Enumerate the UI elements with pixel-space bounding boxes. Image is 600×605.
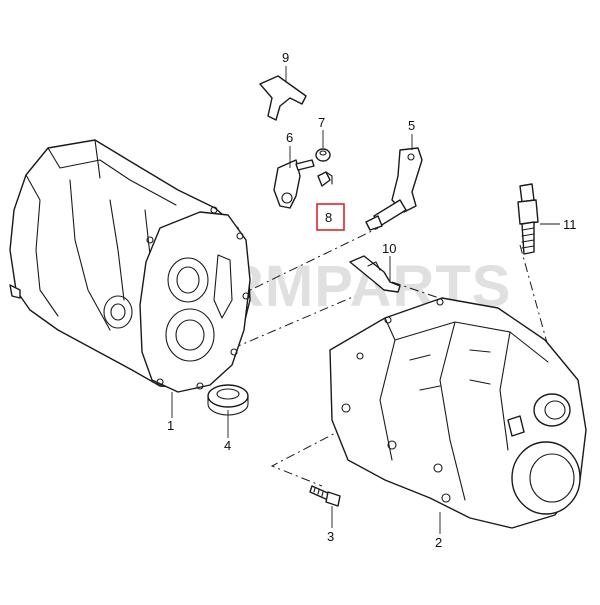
callout-6: 6 (286, 130, 293, 145)
clutch-housing (9, 139, 251, 393)
leader-lines (171, 66, 560, 534)
callout-11: 11 (563, 217, 577, 232)
fork-bracket (273, 159, 315, 209)
gearbox-housing (329, 297, 587, 529)
callout-1: 1 (167, 418, 174, 433)
callout-7: 7 (318, 115, 325, 130)
highlight-box-8 (316, 203, 345, 231)
callout-5: 5 (408, 118, 415, 133)
spring-clip (259, 75, 307, 121)
callout-4: 4 (224, 438, 231, 453)
callout-9: 9 (282, 50, 289, 65)
callout-8: 8 (325, 210, 332, 225)
bolt (309, 485, 341, 507)
callouts: 1 2 3 4 5 6 7 8 9 10 11 (167, 50, 577, 550)
cable-bracket (349, 255, 401, 293)
sensor-switch (517, 183, 539, 255)
callout-10: 10 (382, 241, 396, 256)
release-lever (365, 147, 423, 231)
callout-2: 2 (435, 535, 442, 550)
bush (315, 148, 331, 162)
clip (317, 171, 333, 187)
callout-3: 3 (327, 529, 334, 544)
